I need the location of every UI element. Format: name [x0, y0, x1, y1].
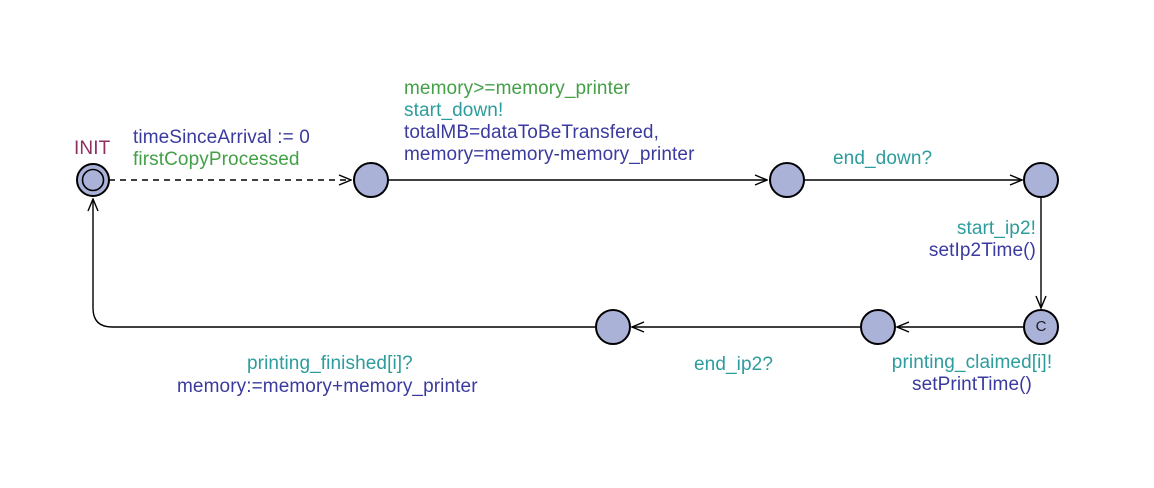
edge-init-to-a-labels: timeSinceArrival := 0 firstCopyProcessed	[133, 127, 310, 171]
edge-committed-to-d-update-label[interactable]: setPrintTime()	[912, 374, 1032, 395]
location-b[interactable]	[769, 162, 805, 198]
location-d[interactable]	[860, 309, 896, 345]
edge-e-to-init-update-label[interactable]: memory:=memory+memory_printer	[177, 376, 478, 397]
edge-committed-to-d-labels: printing_claimed[i]! setPrintTime()	[872, 352, 1072, 396]
edge-c-to-committed-labels: start_ip2! setIp2Time()	[929, 218, 1036, 262]
location-init-name[interactable]: INIT	[74, 138, 111, 159]
edge-b-to-c-sync-label[interactable]: end_down?	[833, 148, 933, 169]
edge-c-to-committed-sync-label[interactable]: start_ip2!	[956, 218, 1036, 239]
initial-state-inner-ring	[81, 168, 105, 192]
edge-init-to-a-guard-label[interactable]: firstCopyProcessed	[133, 149, 300, 170]
edge-c-to-committed-update-label[interactable]: setIp2Time()	[928, 240, 1036, 261]
location-a[interactable]	[353, 162, 389, 198]
edge-a-to-b-update2-label[interactable]: memory=memory-memory_printer	[404, 144, 695, 165]
edge-committed-to-d-sync-label[interactable]: printing_claimed[i]!	[891, 352, 1053, 373]
edge-a-to-b-sync-label[interactable]: start_down!	[404, 100, 504, 121]
edge-a-to-b-update1-label[interactable]: totalMB=dataToBeTransfered,	[404, 122, 659, 143]
edge-d-to-e-sync-label[interactable]: end_ip2?	[694, 354, 773, 375]
committed-state-label: C	[1035, 318, 1047, 335]
edge-init-to-a-update-label[interactable]: timeSinceArrival := 0	[133, 127, 310, 148]
edge-a-to-b-labels: memory>=memory_printer start_down! total…	[404, 78, 695, 166]
edge-a-to-b-guard-label[interactable]: memory>=memory_printer	[404, 78, 631, 99]
location-init[interactable]	[76, 163, 110, 197]
edge-e-to-init[interactable]	[93, 199, 596, 328]
edge-e-to-init-sync-label[interactable]: printing_finished[i]?	[247, 353, 413, 374]
location-c[interactable]	[1023, 162, 1059, 198]
location-committed[interactable]	[1023, 309, 1059, 345]
location-e[interactable]	[595, 309, 631, 345]
